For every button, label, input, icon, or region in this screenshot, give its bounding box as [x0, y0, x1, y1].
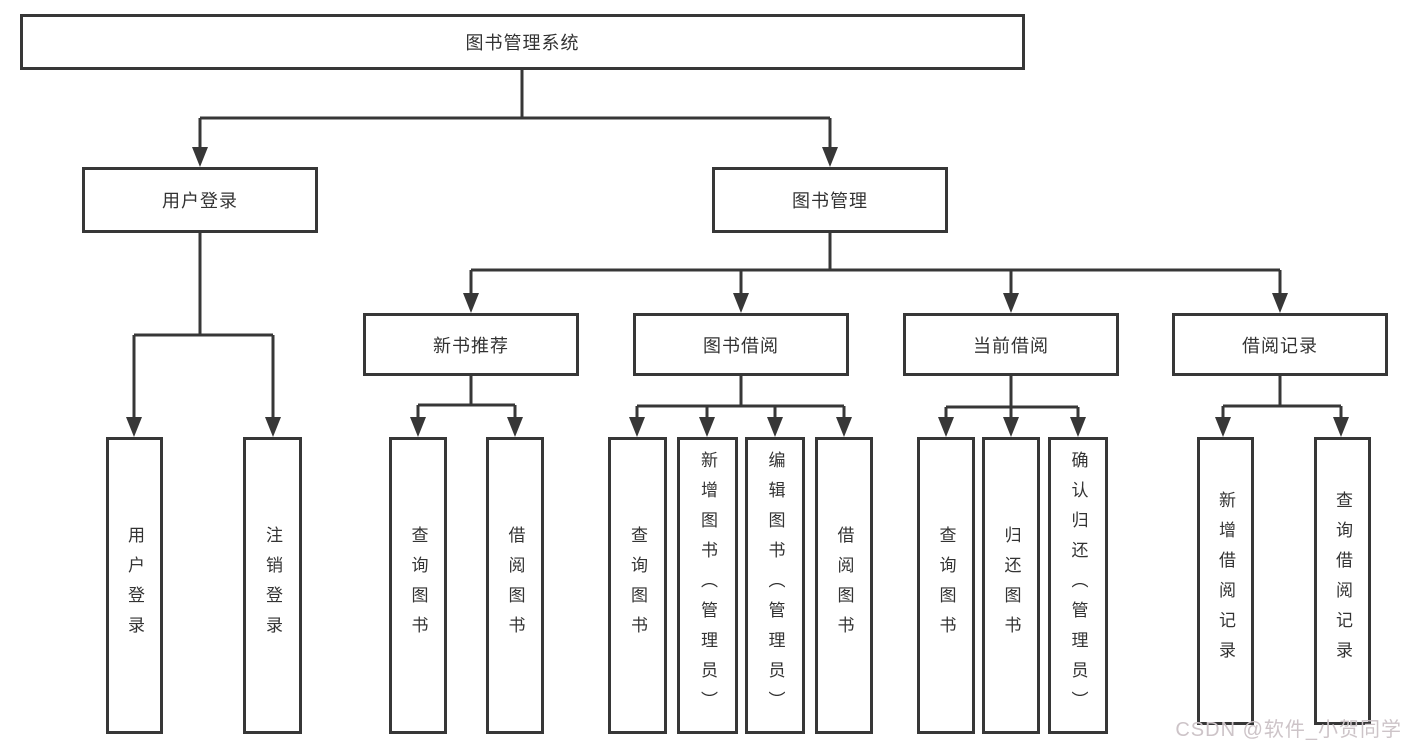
leaf-query-books-recommend-label: 查询图书	[408, 525, 428, 646]
leaf-add-books-admin-label: 新增图书（管理员）	[698, 450, 717, 721]
node-current-borrow: 当前借阅	[903, 313, 1119, 376]
leaf-query-books-recommend: 查询图书	[389, 437, 447, 734]
leaf-user-login-label: 用户登录	[125, 525, 144, 646]
node-borrow-records-label: 借阅记录	[1242, 335, 1318, 356]
node-new-book-recommend-label: 新书推荐	[433, 335, 509, 356]
leaf-query-books-current: 查询图书	[917, 437, 975, 734]
node-book-borrow-label: 图书借阅	[703, 335, 779, 356]
node-book-management: 图书管理	[712, 167, 948, 233]
node-new-book-recommend: 新书推荐	[363, 313, 579, 376]
leaf-query-borrow-record-label: 查询借阅记录	[1333, 491, 1352, 671]
leaf-edit-books-admin: 编辑图书（管理员）	[745, 437, 805, 734]
leaf-logout-label: 注销登录	[263, 525, 282, 646]
node-borrow-records: 借阅记录	[1172, 313, 1388, 376]
leaf-add-borrow-record-label: 新增借阅记录	[1216, 491, 1235, 671]
node-book-borrow: 图书借阅	[633, 313, 849, 376]
leaf-borrow-books-label: 借阅图书	[834, 525, 854, 646]
leaf-query-books-current-label: 查询图书	[936, 525, 956, 646]
watermark: CSDN @软件_小贺同学	[1175, 719, 1402, 741]
leaf-borrow-books-recommend: 借阅图书	[486, 437, 544, 734]
leaf-borrow-books: 借阅图书	[815, 437, 873, 734]
node-current-borrow-label: 当前借阅	[973, 335, 1049, 356]
leaf-query-books-borrow: 查询图书	[608, 437, 667, 734]
leaf-query-books-borrow-label: 查询图书	[628, 525, 647, 646]
node-user-login: 用户登录	[82, 167, 318, 233]
leaf-add-borrow-record: 新增借阅记录	[1197, 437, 1254, 725]
leaf-confirm-return-admin: 确认归还（管理员）	[1048, 437, 1108, 734]
leaf-confirm-return-admin-label: 确认归还（管理员）	[1068, 450, 1088, 721]
leaf-borrow-books-recommend-label: 借阅图书	[505, 525, 525, 646]
node-library-system-label: 图书管理系统	[465, 33, 580, 53]
leaf-edit-books-admin-label: 编辑图书（管理员）	[765, 450, 785, 721]
leaf-return-books-label: 归还图书	[1001, 525, 1021, 646]
leaf-add-books-admin: 新增图书（管理员）	[677, 437, 738, 734]
leaf-query-borrow-record: 查询借阅记录	[1314, 437, 1371, 725]
node-user-login-label: 用户登录	[162, 191, 238, 211]
leaf-user-login: 用户登录	[106, 437, 163, 734]
node-book-management-label: 图书管理	[792, 191, 868, 211]
leaf-return-books: 归还图书	[982, 437, 1040, 734]
connector-paths	[132, 70, 1343, 418]
node-library-system: 图书管理系统	[20, 14, 1025, 70]
leaf-logout: 注销登录	[243, 437, 302, 734]
